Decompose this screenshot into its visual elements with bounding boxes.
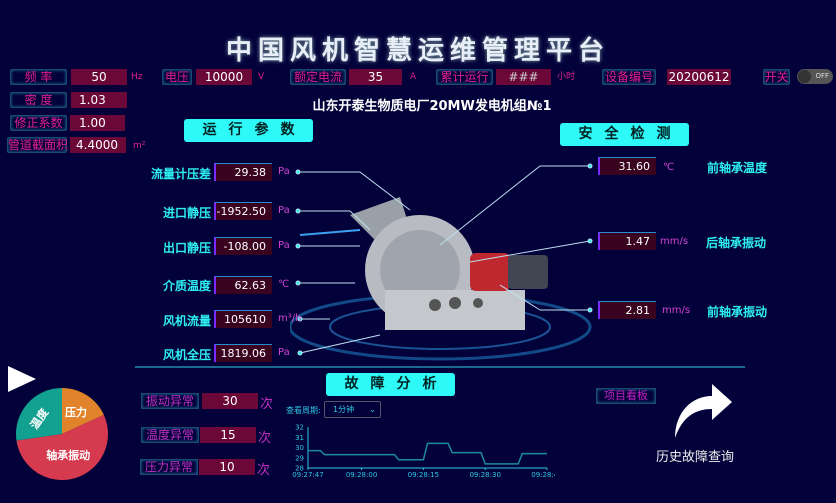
param-unit: Pa xyxy=(278,347,290,358)
fault-value: 10 xyxy=(199,459,255,475)
x-tick-label: 09:27:47 xyxy=(292,471,323,479)
safety-label: 前轴承振动 xyxy=(707,305,768,319)
safety-unit: ℃ xyxy=(663,162,675,173)
safety-label: 前轴承温度 xyxy=(707,161,768,175)
param-label: 介质温度 xyxy=(162,279,211,293)
pie-label: 压力 xyxy=(65,405,87,419)
area-value: 4.4000 xyxy=(70,137,126,153)
y-tick-label: 32 xyxy=(295,424,304,432)
frequency-label: 频 率 xyxy=(10,69,67,85)
param-unit: ℃ xyxy=(278,279,290,290)
voltage-label: 电压 xyxy=(162,69,192,85)
param-label: 流量计压差 xyxy=(150,167,211,181)
fault-label: 温度异常 xyxy=(141,427,199,443)
safety-check-header: 安全检测 xyxy=(560,123,689,146)
param-value: 105610 xyxy=(214,310,272,328)
pie-slice xyxy=(16,414,108,480)
correction-value: 1.00 xyxy=(70,115,125,131)
param-unit: Pa xyxy=(278,240,290,251)
param-label: 进口静压 xyxy=(162,206,211,220)
runtime-value: ### xyxy=(496,69,551,85)
fault-unit: 次 xyxy=(258,431,272,446)
fault-analysis-header: 故障分析 xyxy=(326,373,455,396)
share-arrow-icon[interactable] xyxy=(672,382,734,440)
switch-label: 开关 xyxy=(763,69,790,85)
param-unit: Pa xyxy=(278,166,290,177)
x-tick-label: 09:28:15 xyxy=(408,471,439,479)
pie-slice xyxy=(62,388,104,434)
play-icon[interactable] xyxy=(8,366,38,393)
x-tick-label: 09:28:45 xyxy=(531,471,555,479)
param-label: 风机全压 xyxy=(162,348,211,362)
period-label: 查看周期: xyxy=(286,406,321,415)
density-value: 1.03 xyxy=(71,92,127,108)
safety-value: 31.60 xyxy=(598,157,656,175)
fault-unit: 次 xyxy=(260,397,274,412)
area-unit: m² xyxy=(133,141,146,151)
runtime-unit: 小时 xyxy=(557,72,576,82)
voltage-unit: V xyxy=(258,72,265,82)
param-value: 1819.06 xyxy=(214,344,272,362)
chevron-down-icon: ⌄ xyxy=(369,405,376,414)
fan-illustration xyxy=(290,197,592,361)
safety-unit: mm/s xyxy=(662,305,691,316)
project-board-button[interactable]: 项目看板 xyxy=(596,388,656,404)
y-tick-label: 30 xyxy=(295,444,304,452)
fault-unit: 次 xyxy=(257,463,271,478)
pie-label: 轴承振动 xyxy=(46,448,90,462)
frequency-value: 50 xyxy=(71,69,127,85)
param-value: -1952.50 xyxy=(214,202,272,220)
fault-value: 15 xyxy=(200,427,256,443)
fault-label: 压力异常 xyxy=(140,459,198,475)
area-label: 管道截面积 xyxy=(7,137,69,153)
device-no-value: 20200612 xyxy=(667,69,731,85)
rated-current-unit: A xyxy=(410,72,417,82)
history-fault-query-link[interactable]: 历史故障查询 xyxy=(655,450,734,465)
fault-label: 振动异常 xyxy=(141,393,199,409)
param-value: 29.38 xyxy=(214,163,272,181)
voltage-value: 10000 xyxy=(196,69,252,85)
toggle-state: OFF xyxy=(815,72,829,80)
trend-line-chart: 28 29 30 31 32 09:27:47 09:28:00 09:28:15 09:28:… xyxy=(292,424,555,480)
safety-value: 1.47 xyxy=(598,232,656,250)
period-value: 1分钟 xyxy=(333,405,355,414)
param-value: 62.63 xyxy=(214,276,272,294)
param-label: 风机流量 xyxy=(162,314,211,328)
density-label: 密 度 xyxy=(10,92,67,108)
power-toggle[interactable]: OFF xyxy=(797,69,833,84)
runtime-label: 累计运行 xyxy=(436,69,493,85)
safety-unit: mm/s xyxy=(660,236,689,247)
x-tick-label: 09:28:30 xyxy=(469,471,500,479)
y-tick-label: 29 xyxy=(295,454,304,462)
frequency-unit: Hz xyxy=(131,72,143,82)
safety-label: 后轴承振动 xyxy=(706,236,767,250)
y-tick-label: 28 xyxy=(295,465,304,473)
plant-subtitle: 山东开泰生物质电厂20MW发电机组№1 xyxy=(312,99,552,114)
period-select[interactable]: 1分钟 ⌄ xyxy=(324,401,381,418)
page-title: 中国风机智慧运维管理平台 xyxy=(225,36,610,66)
safety-value: 2.81 xyxy=(598,301,656,319)
run-params-header: 运行参数 xyxy=(184,119,313,142)
param-value: -108.00 xyxy=(214,237,272,255)
param-unit: m³/h xyxy=(278,313,302,324)
pie-slice xyxy=(15,388,62,441)
correction-label: 修正系数 xyxy=(10,115,67,131)
rated-current-label: 额定电流 xyxy=(290,69,346,85)
device-no-label: 设备编号 xyxy=(602,69,656,85)
param-label: 出口静压 xyxy=(162,241,211,255)
fault-value: 30 xyxy=(202,393,258,409)
param-unit: Pa xyxy=(278,205,290,216)
x-tick-label: 09:28:00 xyxy=(346,471,377,479)
series-line xyxy=(308,442,547,465)
rated-current-value: 35 xyxy=(349,69,402,85)
y-tick-label: 31 xyxy=(295,434,304,442)
